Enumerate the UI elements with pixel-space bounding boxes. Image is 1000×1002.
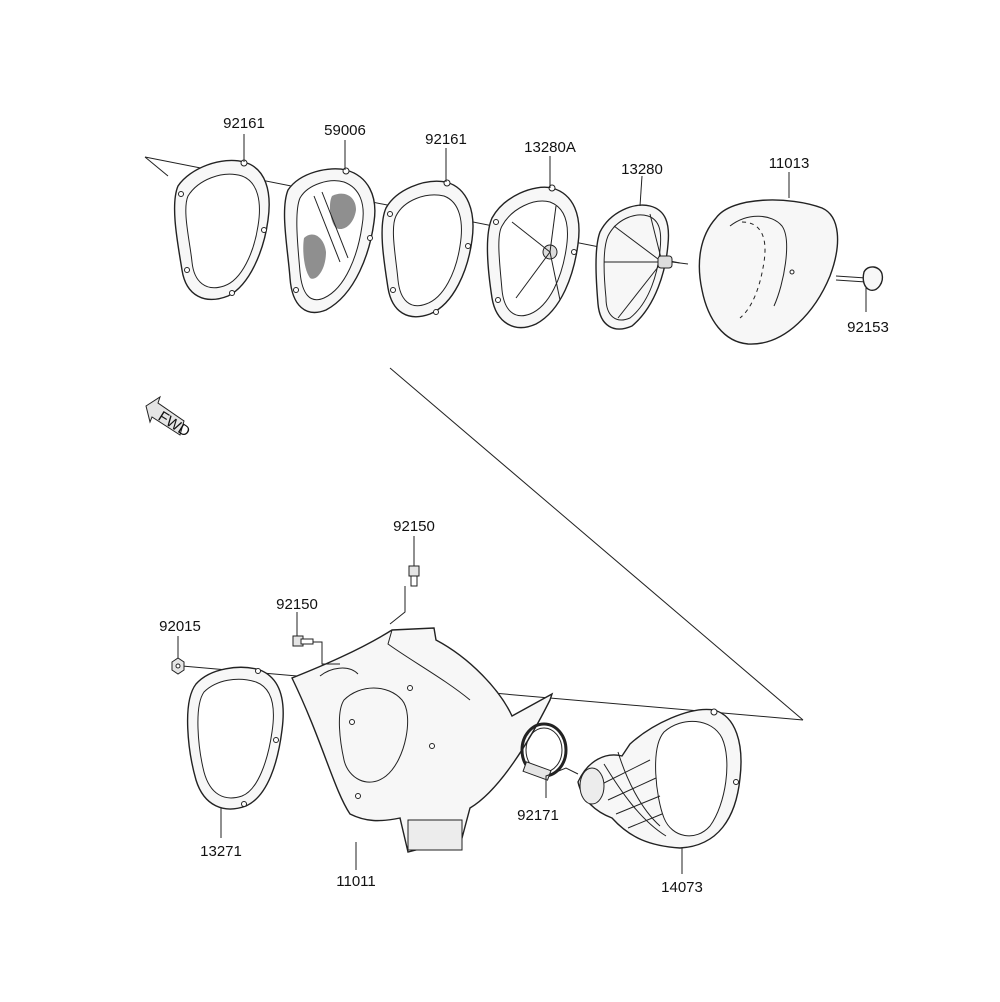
callouts: 92161 59006 92161 13280A 13280 11013 921… xyxy=(159,115,889,896)
gasket-92161-left xyxy=(173,159,270,301)
callout-92161-left: 92161 xyxy=(223,115,265,132)
element-cage-13280A xyxy=(486,184,580,329)
filter-holder-59006 xyxy=(283,167,376,314)
wing-bolt-92153 xyxy=(835,266,884,291)
callout-11011: 11011 xyxy=(336,873,376,890)
callout-92150-upper: 92150 xyxy=(393,518,435,535)
bolt-92150-upper xyxy=(408,565,420,587)
callout-92153: 92153 xyxy=(847,319,889,336)
callout-92161-middle: 92161 xyxy=(425,131,467,148)
callout-13280A: 13280A xyxy=(524,139,576,156)
callout-92015: 92015 xyxy=(159,618,201,635)
callout-13271: 13271 xyxy=(200,843,242,860)
callout-14073: 14073 xyxy=(661,879,703,896)
callout-59006: 59006 xyxy=(324,122,366,139)
callout-92150-lower: 92150 xyxy=(276,596,318,613)
leader-lines xyxy=(177,134,867,874)
fwd-label: FWD xyxy=(155,408,193,441)
intake-duct-14073 xyxy=(577,708,742,849)
gasket-92161-middle xyxy=(381,179,474,318)
seal-gasket-13271 xyxy=(186,666,284,810)
callout-92171: 92171 xyxy=(517,807,559,824)
fwd-arrow: FWD xyxy=(145,395,193,441)
callout-13280: 13280 xyxy=(621,161,663,178)
nut-92015 xyxy=(171,657,185,675)
air-cleaner-case-11011 xyxy=(291,627,554,853)
callout-11013: 11013 xyxy=(769,155,810,172)
bolt-92150-lower xyxy=(292,635,314,647)
element-frame-13280 xyxy=(595,204,689,330)
air-filter-11013 xyxy=(698,199,839,345)
hose-clamp-92171 xyxy=(520,722,568,781)
